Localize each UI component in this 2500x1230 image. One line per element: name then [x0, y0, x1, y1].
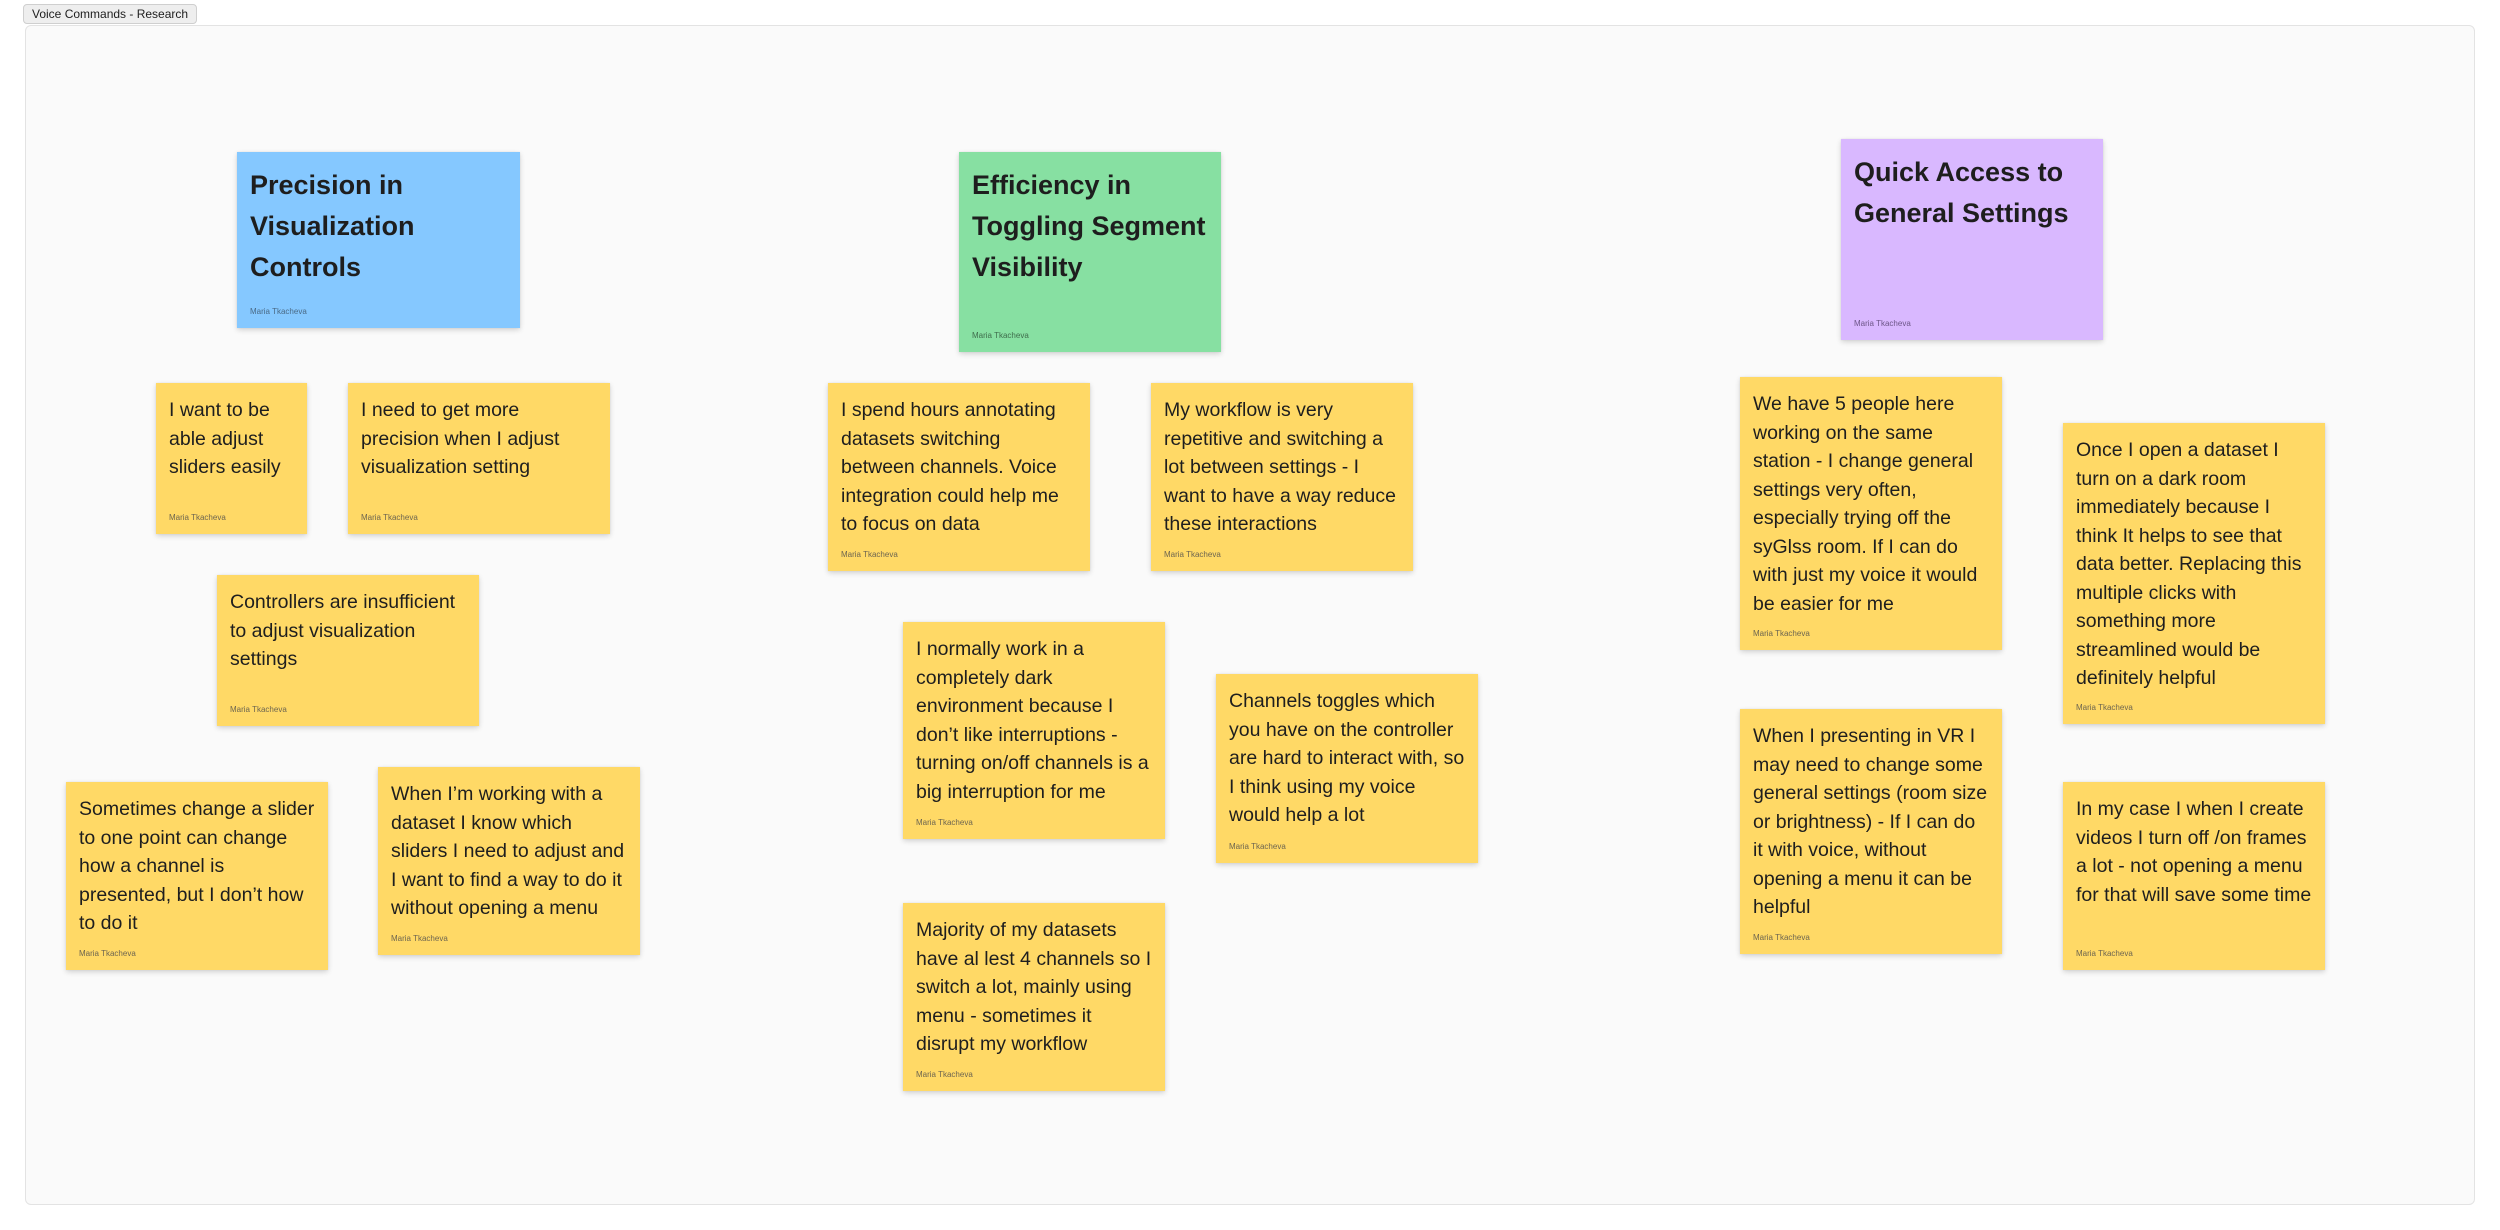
sticky-author: Maria Tkacheva: [391, 934, 448, 943]
sticky-text: Sometimes change a slider to one point c…: [79, 798, 315, 934]
sticky-author: Maria Tkacheva: [1229, 842, 1286, 851]
sticky-text: In my case I when I create videos I turn…: [2076, 798, 2312, 906]
sticky-note-create-videos[interactable]: In my case I when I create videos I turn…: [2063, 782, 2325, 970]
sticky-note-five-people[interactable]: We have 5 people here working on the sam…: [1740, 377, 2002, 650]
sticky-author: Maria Tkacheva: [916, 1070, 973, 1079]
sticky-text: My workflow is very repetitive and switc…: [1164, 399, 1396, 535]
sticky-text: I normally work in a completely dark env…: [916, 638, 1149, 803]
sticky-author: Maria Tkacheva: [972, 331, 1029, 340]
sticky-author: Maria Tkacheva: [79, 949, 136, 958]
sticky-text: Efficiency in Toggling Segment Visibilit…: [972, 170, 1206, 282]
sticky-text: Once I open a dataset I turn on a dark r…: [2076, 439, 2302, 689]
sticky-note-hours-annotating[interactable]: I spend hours annotating datasets switch…: [828, 383, 1090, 571]
sticky-text: Controllers are insufficient to adjust v…: [230, 591, 456, 670]
sticky-author: Maria Tkacheva: [1164, 550, 1221, 559]
sticky-note-more-precision[interactable]: I need to get more precision when I adju…: [348, 383, 610, 534]
sticky-author: Maria Tkacheva: [361, 513, 418, 522]
sticky-text: Quick Access to General Settings: [1854, 157, 2069, 228]
sticky-text: Precision in Visualization Controls: [250, 170, 415, 282]
sticky-note-dark-room[interactable]: Once I open a dataset I turn on a dark r…: [2063, 423, 2325, 724]
sticky-note-dark-environment[interactable]: I normally work in a completely dark env…: [903, 622, 1165, 839]
sticky-author: Maria Tkacheva: [1854, 319, 1911, 328]
sticky-author: Maria Tkacheva: [1753, 933, 1810, 942]
sticky-note-slider-one-point[interactable]: Sometimes change a slider to one point c…: [66, 782, 328, 970]
sticky-note-without-menu-sliders[interactable]: When I’m working with a dataset I know w…: [378, 767, 640, 955]
sticky-author: Maria Tkacheva: [1753, 629, 1810, 638]
sticky-text: We have 5 people here working on the sam…: [1753, 393, 1978, 615]
header-sticky-efficiency[interactable]: Efficiency in Toggling Segment Visibilit…: [959, 152, 1221, 352]
board-frame[interactable]: Precision in Visualization Controls Mari…: [25, 25, 2475, 1205]
sticky-text: I need to get more precision when I adju…: [361, 399, 560, 478]
sticky-note-presenting-vr[interactable]: When I presenting in VR I may need to ch…: [1740, 709, 2002, 954]
sticky-text: When I presenting in VR I may need to ch…: [1753, 725, 1988, 918]
sticky-text: Channels toggles which you have on the c…: [1229, 690, 1465, 826]
sticky-note-four-channels[interactable]: Majority of my datasets have al lest 4 c…: [903, 903, 1165, 1091]
sticky-author: Maria Tkacheva: [250, 307, 307, 316]
sticky-note-adjust-sliders[interactable]: I want to be able adjust sliders easily …: [156, 383, 307, 534]
frame-title-label[interactable]: Voice Commands - Research: [23, 4, 198, 24]
sticky-note-controllers-insufficient[interactable]: Controllers are insufficient to adjust v…: [217, 575, 479, 726]
sticky-author: Maria Tkacheva: [2076, 949, 2133, 958]
sticky-author: Maria Tkacheva: [230, 705, 287, 714]
sticky-author: Maria Tkacheva: [169, 513, 226, 522]
sticky-text: Majority of my datasets have al lest 4 c…: [916, 919, 1152, 1055]
sticky-note-channel-toggles[interactable]: Channels toggles which you have on the c…: [1216, 674, 1478, 863]
sticky-author: Maria Tkacheva: [916, 818, 973, 827]
sticky-text: I want to be able adjust sliders easily: [169, 399, 281, 478]
sticky-text: When I’m working with a dataset I know w…: [391, 783, 625, 919]
sticky-note-repetitive-workflow[interactable]: My workflow is very repetitive and switc…: [1151, 383, 1413, 571]
sticky-text: I spend hours annotating datasets switch…: [841, 399, 1059, 535]
sticky-author: Maria Tkacheva: [841, 550, 898, 559]
header-sticky-precision[interactable]: Precision in Visualization Controls Mari…: [237, 152, 520, 328]
header-sticky-quick-access[interactable]: Quick Access to General Settings Maria T…: [1841, 139, 2103, 340]
sticky-author: Maria Tkacheva: [2076, 703, 2133, 712]
